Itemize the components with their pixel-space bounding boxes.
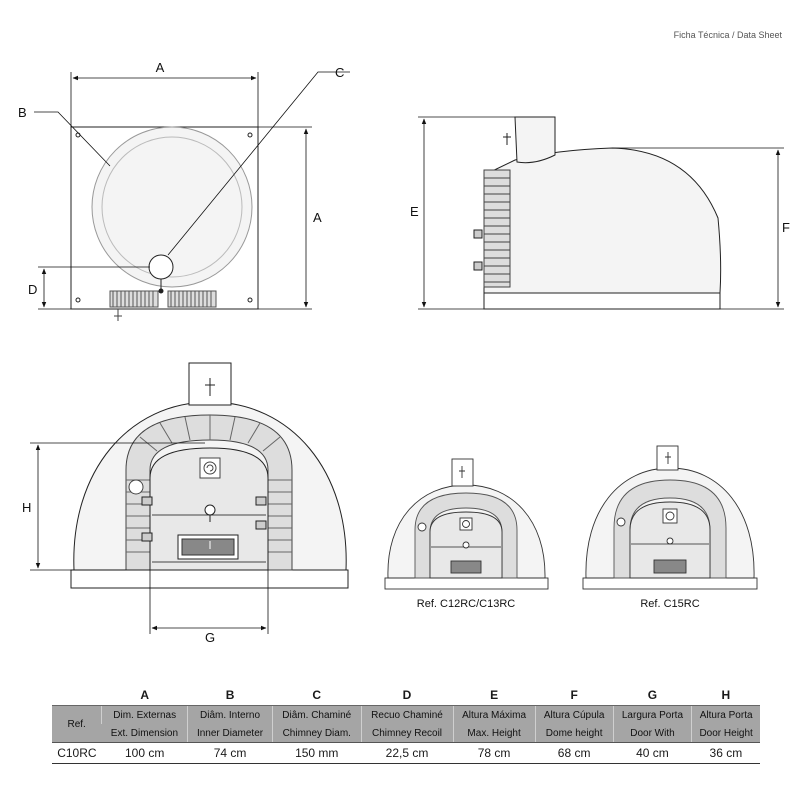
dimension-lines-front [30,442,269,634]
spec-value: 78 cm [453,742,536,764]
label-pt: Altura Porta [691,705,760,724]
label-pt: Diâm. Interno [187,705,273,724]
specifications-table: A B C D E F G H Ref. Dim. Externas Diâm.… [52,685,760,764]
logo-plate [199,457,221,479]
label-pt: Altura Cúpula [534,705,614,724]
ref-value: C10RC [52,742,102,764]
label-en: Door With [612,724,692,743]
ref-header: Ref. [52,705,102,743]
dimension-lines-side [418,116,784,310]
mount-hole [247,132,253,138]
oven-front-view-large [70,362,349,589]
dim-label-a: A [156,60,165,75]
oven-front-view-small [582,445,758,590]
brick-arch-front [125,414,293,571]
dimension-lines-top [34,71,350,310]
label-en: Dome height [534,724,614,743]
spec-value: 74 cm [187,742,273,764]
dim-label-h: H [22,500,31,515]
label-en: Max. Height [452,724,536,743]
oven-top-view [70,126,259,321]
dim-label-c: C [335,65,344,80]
col-letter: B [225,688,235,702]
spec-value: 150 mm [272,742,361,764]
brick-arch-top [109,290,217,308]
oven-side-view [473,116,722,310]
chimney-circle-top [148,254,174,280]
dim-label-a-side: A [313,210,322,225]
dim-label-e: E [410,204,419,219]
col-letter: F [570,688,578,702]
oven-front-view-medium [384,458,549,590]
table-row-labels-en: Ext. Dimension Inner Diameter Chimney Di… [52,724,760,743]
mount-hole [247,297,253,303]
label-en: Ext. Dimension [101,724,188,743]
spec-value: 22,5 cm [361,742,454,764]
dim-label-b: B [18,105,27,120]
data-sheet-header: Ficha Técnica / Data Sheet [673,30,782,40]
label-en: Chimney Diam. [272,724,361,743]
col-letter: E [490,688,499,702]
table-letter-row: A B C D E F G H [52,685,760,706]
dome-outer-circle [91,126,253,288]
mount-hole [75,297,81,303]
table-row-labels-pt: Ref. Dim. Externas Diâm. Interno Diâm. C… [52,705,760,743]
table-corner [52,685,102,706]
col-letter: C [312,688,322,702]
col-letter: D [402,688,412,702]
label-en: Door Height [691,724,760,743]
door-frame-side [483,169,511,288]
label-pt: Altura Máxima [452,705,536,724]
label-pt: Dim. Externas [101,705,188,724]
col-letter: A [140,688,150,702]
caption-ref-c15rc: Ref. C15RC [640,598,699,610]
spec-value: 40 cm [613,742,692,764]
dome-profile [483,147,722,294]
table-row: C10RC 100 cm 74 cm 150 mm 22,5 cm 78 cm … [52,742,760,764]
dim-label-f: F [782,220,790,235]
col-letter: H [721,688,731,702]
label-pt: Largura Porta [612,705,692,724]
spec-value: 100 cm [101,742,188,764]
label-en: Inner Diameter [187,724,273,743]
col-letter: G [647,688,658,702]
caption-ref-c12rc-c13rc: Ref. C12RC/C13RC [417,598,515,610]
label-pt: Diâm. Chaminé [272,705,361,724]
label-en: Chimney Recoil [360,724,454,743]
spec-value: 36 cm [691,742,760,764]
base-slab-front [70,569,349,589]
dim-label-g: G [205,630,215,645]
dome-inner-circle [101,136,243,278]
base-slab-side [483,292,721,310]
spec-value: 68 cm [535,742,614,764]
label-pt: Recuo Chaminé [360,705,454,724]
dim-label-d: D [28,282,37,297]
